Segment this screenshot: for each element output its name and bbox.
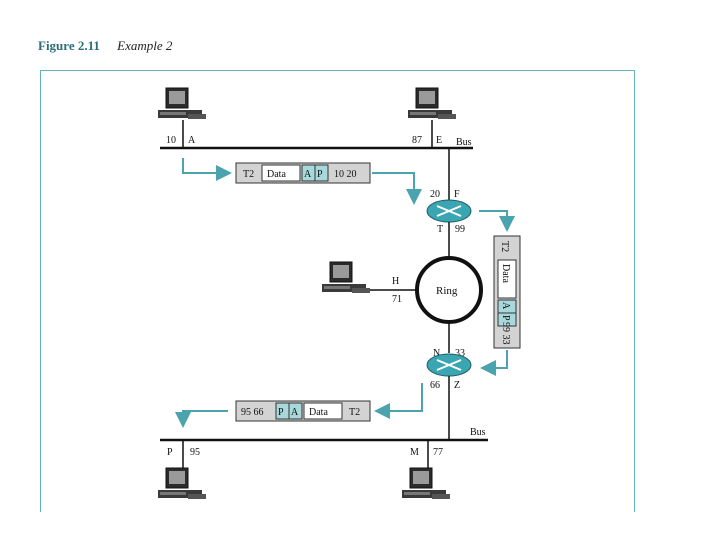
arrow-router1-to-frame2 [479, 210, 515, 232]
router1-top-num: 20 [430, 189, 440, 200]
computer-p-icon [157, 467, 207, 500]
computer-h-icon [321, 261, 371, 294]
router-1-icon [426, 199, 472, 223]
router-2-icon [426, 353, 472, 377]
figure-frame [40, 70, 635, 512]
frame-1-packet: T2 Data A P 10 20 [235, 162, 371, 184]
figure-title: Figure 2.11 Example 2 [38, 38, 172, 54]
frame2-data: Data [500, 264, 511, 283]
frame1-app-addr: A [304, 169, 312, 180]
frame2-trailer: T2 [499, 241, 510, 252]
computer-a-icon [157, 87, 207, 120]
frame3-data: Data [309, 407, 328, 418]
frame2-port-addr: P [500, 315, 511, 321]
frame2-app-addr: A [500, 302, 511, 310]
frame3-port-addr: P [278, 407, 284, 418]
router1-bottom-letter: T [437, 224, 443, 235]
frame2-phys-addr: 99 33 [500, 322, 511, 345]
node-a-num: 10 [166, 135, 176, 146]
frame1-data: Data [267, 169, 286, 180]
frame1-port-addr: P [317, 169, 323, 180]
router1-bottom-num: 99 [455, 224, 465, 235]
frame3-app-addr: A [291, 407, 299, 418]
node-m-letter: M [410, 447, 419, 458]
node-h-letter: H [392, 276, 399, 287]
node-e-num: 87 [412, 135, 422, 146]
frame1-trailer: T2 [243, 169, 254, 180]
frame-2-packet: T2 Data A P 99 33 [493, 235, 521, 349]
arrow-router2-to-frame3 [374, 383, 423, 419]
router1-top-letter: F [454, 189, 460, 200]
frame3-trailer: T2 [349, 407, 360, 418]
router2-top-letter: N [433, 348, 440, 359]
node-h-num: 71 [392, 294, 402, 305]
arrow-a-to-frame1 [182, 158, 232, 181]
router2-top-num: 33 [455, 348, 465, 359]
bottom-bus-label: Bus [470, 427, 486, 438]
figure-caption: Example 2 [117, 38, 173, 53]
arrow-frame2-to-router2 [480, 350, 508, 376]
computer-e-icon [407, 87, 457, 120]
figure-number: Figure 2.11 [38, 38, 100, 53]
node-p-num: 95 [190, 447, 200, 458]
ring-label: Ring [436, 285, 458, 297]
node-a-letter: A [188, 135, 196, 146]
computer-m-icon [401, 467, 451, 500]
node-m-num: 77 [433, 447, 443, 458]
arrow-frame1-to-router1 [372, 172, 422, 205]
frame3-phys-addr: 95 66 [241, 407, 264, 418]
top-bus-label: Bus [456, 137, 472, 148]
frame1-phys-addr: 10 20 [334, 169, 357, 180]
node-e-letter: E [436, 135, 442, 146]
node-p-letter: P [167, 447, 173, 458]
frame-3-packet: 95 66 P A Data T2 [235, 400, 371, 422]
router2-bottom-num: 66 [430, 380, 440, 391]
arrow-frame3-to-p [175, 410, 228, 428]
router2-bottom-letter: Z [454, 380, 460, 391]
